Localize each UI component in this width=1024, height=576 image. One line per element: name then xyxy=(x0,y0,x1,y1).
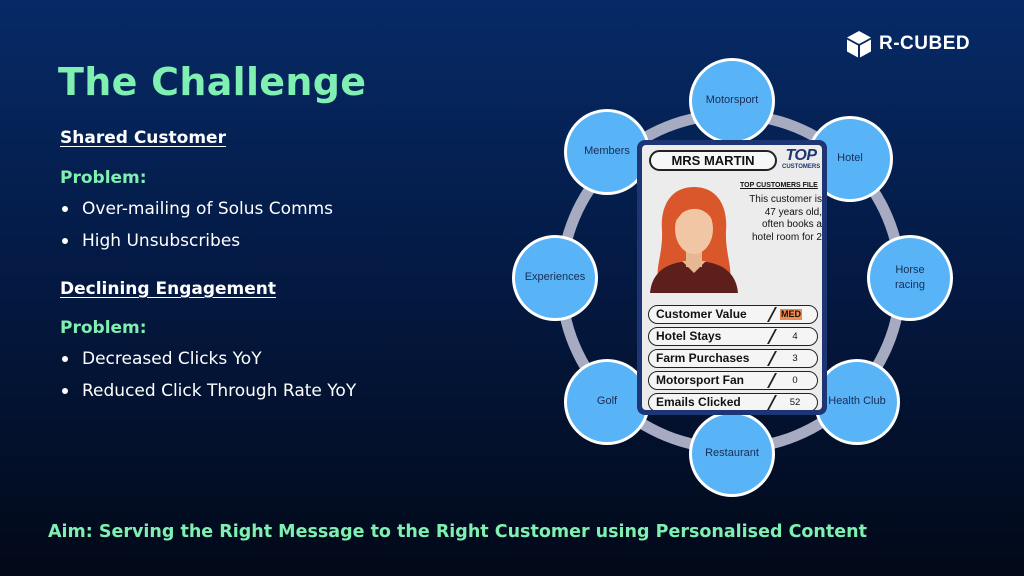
node-experiences: Experiences xyxy=(512,235,598,321)
bullet-dot xyxy=(62,388,68,394)
node-label: Restaurant xyxy=(705,447,759,460)
bullet-item: Reduced Click Through Rate YoY xyxy=(62,375,356,407)
stat-value: 4 xyxy=(792,331,798,342)
stat-row-motorsport-fan: Motorsport Fan 0 xyxy=(648,371,818,390)
stat-value: 0 xyxy=(792,375,798,386)
node-label: Health Club xyxy=(828,395,886,408)
node-members: Members xyxy=(564,109,650,195)
problem-label: Problem: xyxy=(60,318,147,338)
bullet-dot xyxy=(62,206,68,212)
stat-value: 3 xyxy=(792,353,798,364)
node-motorsport: Motorsport xyxy=(689,58,775,144)
cube-icon xyxy=(847,31,871,58)
brand-logo: R-CUBED xyxy=(846,30,970,58)
stat-row-hotel-stays: Hotel Stays 4 xyxy=(648,327,818,346)
badge-sub-text: CUSTOMERS xyxy=(782,164,821,170)
node-golf: Golf xyxy=(564,359,650,445)
file-label: TOP CUSTOMERS FILE xyxy=(740,182,818,189)
node-label: Horse racing xyxy=(895,263,925,291)
section-heading-declining-engagement: Declining Engagement xyxy=(60,279,277,299)
customer-portrait-icon xyxy=(650,187,738,293)
node-label: Golf xyxy=(596,395,618,408)
page-title: The Challenge xyxy=(58,60,367,104)
stat-divider xyxy=(767,351,777,366)
bullet-list: Decreased Clicks YoY Reduced Click Throu… xyxy=(62,343,356,407)
node-label: Members xyxy=(584,145,630,158)
customer-name: MRS MARTIN xyxy=(649,150,777,171)
aim-statement: Aim: Serving the Right Message to the Ri… xyxy=(48,522,867,542)
node-label: Hotel xyxy=(837,152,863,165)
node-label: Motorsport xyxy=(705,94,759,107)
bullet-dot xyxy=(62,356,68,362)
node-label: Experiences xyxy=(524,271,586,284)
top-customers-badge: TOP CUSTOMERS xyxy=(782,148,820,171)
customer-card-body: MRS MARTIN TOP CUSTOMERS TOP CUSTOMERS F… xyxy=(642,145,822,410)
badge-top-text: TOP xyxy=(785,147,817,164)
customer-description: This customer is 47 years old, often boo… xyxy=(749,194,822,243)
bullet-text: Decreased Clicks YoY xyxy=(82,349,262,369)
stat-divider xyxy=(767,395,777,410)
bullet-item: High Unsubscribes xyxy=(62,225,333,257)
stat-row-customer-value: Customer Value MED xyxy=(648,305,818,324)
stat-label: Customer Value xyxy=(656,307,747,321)
stat-label: Emails Clicked xyxy=(656,395,741,409)
stat-divider xyxy=(767,307,777,322)
bullet-item: Over-mailing of Solus Comms xyxy=(62,193,333,225)
stat-divider xyxy=(767,329,777,344)
stat-divider xyxy=(767,373,777,388)
problem-label: Problem: xyxy=(60,168,147,188)
stat-value: 52 xyxy=(789,397,801,408)
bullet-list: Over-mailing of Solus Comms High Unsubsc… xyxy=(62,193,333,257)
node-horse-racing: Horse racing xyxy=(867,235,953,321)
stat-label: Motorsport Fan xyxy=(656,373,744,387)
brand-name: R-CUBED xyxy=(879,33,971,54)
stat-label: Hotel Stays xyxy=(656,329,722,343)
stat-row-emails-clicked: Emails Clicked 52 xyxy=(648,393,818,410)
customer-card: MRS MARTIN TOP CUSTOMERS TOP CUSTOMERS F… xyxy=(637,140,827,415)
bullet-item: Decreased Clicks YoY xyxy=(62,343,356,375)
stat-value: MED xyxy=(780,309,802,320)
customer-interest-diagram: Motorsport Hotel Horse racing Health Clu… xyxy=(500,52,970,512)
node-restaurant: Restaurant xyxy=(689,411,775,497)
bullet-text: Reduced Click Through Rate YoY xyxy=(82,381,357,401)
section-heading-shared-customer: Shared Customer xyxy=(60,128,226,148)
bullet-dot xyxy=(62,238,68,244)
stat-row-farm-purchases: Farm Purchases 3 xyxy=(648,349,818,368)
bullet-text: High Unsubscribes xyxy=(82,231,241,251)
stat-label: Farm Purchases xyxy=(656,351,750,365)
bullet-text: Over-mailing of Solus Comms xyxy=(82,199,334,219)
